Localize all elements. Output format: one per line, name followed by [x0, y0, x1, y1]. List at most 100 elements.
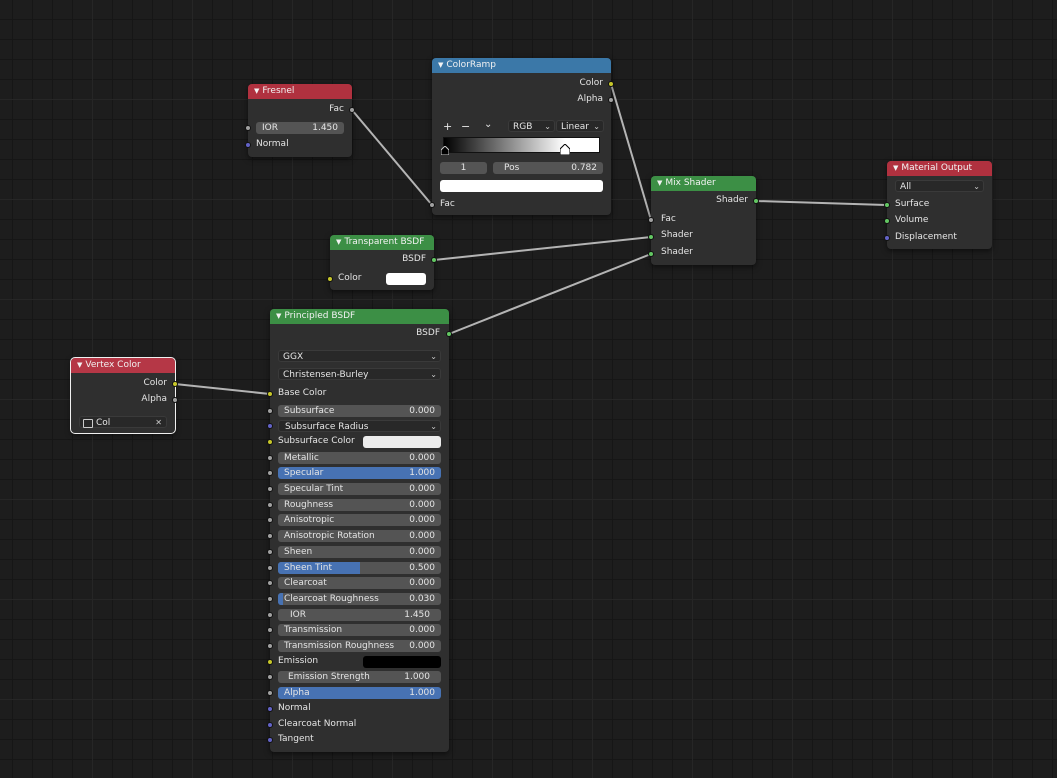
collapse-arrow-icon[interactable]: ▼ — [657, 179, 663, 187]
material-output-header[interactable]: ▼Material Output — [887, 161, 992, 176]
input-emission-strength-socket[interactable] — [267, 674, 273, 680]
vertex-color-node[interactable]: ▼Vertex Color Color Alpha Col ✕ — [70, 357, 178, 434]
collapse-arrow-icon[interactable]: ▼ — [276, 312, 282, 320]
clearcoat-field[interactable]: Clearcoat 0.000 — [278, 577, 441, 589]
ramp-gradient[interactable] — [443, 137, 600, 153]
color-swatch[interactable] — [386, 273, 426, 285]
input-ior-socket[interactable] — [245, 125, 251, 131]
output-color-socket[interactable] — [172, 381, 178, 387]
active-stop-marker-icon[interactable] — [560, 144, 570, 155]
input-transmission-roughness-socket[interactable] — [267, 643, 273, 649]
output-alpha-socket[interactable] — [608, 97, 614, 103]
mix-shader-node[interactable]: ▼Mix Shader Shader Fac Shader Shader — [648, 176, 759, 265]
transmission-field[interactable]: Transmission 0.000 — [278, 624, 441, 636]
ior-field[interactable]: IOR 1.450 — [256, 122, 344, 134]
emission-swatch[interactable] — [363, 656, 441, 668]
target-dropdown[interactable]: All⌄ — [895, 180, 984, 192]
input-fac-socket[interactable] — [429, 202, 435, 208]
input-specular-socket[interactable] — [267, 470, 273, 476]
collapse-arrow-icon[interactable]: ▼ — [893, 164, 899, 172]
principled-bsdf-header[interactable]: ▼Principled BSDF — [270, 309, 449, 324]
sheen-field[interactable]: Sheen 0.000 — [278, 546, 441, 558]
clearcoat-roughness-field[interactable]: Clearcoat Roughness 0.030 — [278, 593, 441, 605]
distribution-dropdown[interactable]: GGX⌄ — [278, 350, 441, 362]
material-output-node[interactable]: ▼Material Output All⌄ Surface Volume Dis… — [884, 161, 992, 249]
output-alpha-socket[interactable] — [172, 397, 178, 403]
metallic-field[interactable]: Metallic 0.000 — [278, 452, 441, 464]
input-base-color-socket[interactable] — [267, 391, 273, 397]
input-subsurface-radius-socket[interactable] — [267, 423, 273, 429]
stop-index-field[interactable]: 1 — [440, 162, 487, 174]
subsurface-color-swatch[interactable] — [363, 436, 441, 448]
input-color-socket[interactable] — [327, 276, 333, 282]
input-alpha-socket[interactable] — [267, 690, 273, 696]
anisotropic-rotation-field[interactable]: Anisotropic Rotation 0.000 — [278, 530, 441, 542]
collapse-arrow-icon[interactable]: ▼ — [254, 87, 260, 95]
input-normal-socket[interactable] — [245, 142, 251, 148]
alpha-field[interactable]: Alpha 1.000 — [278, 687, 441, 699]
input-ior-socket[interactable] — [267, 612, 273, 618]
subsurface-radius-label: Subsurface Radius — [285, 422, 369, 432]
sheen-tint-field[interactable]: Sheen Tint 0.500 — [278, 562, 441, 574]
fresnel-header[interactable]: ▼Fresnel — [248, 84, 352, 99]
input-sheen-socket[interactable] — [267, 549, 273, 555]
principled-bsdf-node[interactable]: ▼Principled BSDF BSDF GGX⌄ Christensen-B… — [267, 309, 452, 752]
input-tangent-socket[interactable] — [267, 737, 273, 743]
input-displacement-socket[interactable] — [884, 235, 890, 241]
anisotropic-field[interactable]: Anisotropic 0.000 — [278, 514, 441, 526]
input-anisotropic-rotation-socket[interactable] — [267, 533, 273, 539]
colorramp-node[interactable]: ▼ColorRamp Color Alpha + − ⌄ RGB⌄ Linear… — [429, 58, 614, 215]
subsurface-radius-field[interactable]: Subsurface Radius⌄ — [278, 420, 441, 432]
collapse-arrow-icon[interactable]: ▼ — [77, 361, 83, 369]
transparent-bsdf-header[interactable]: ▼Transparent BSDF — [330, 235, 434, 250]
input-subsurface-color-socket[interactable] — [267, 439, 273, 445]
ramp-menu-button[interactable]: ⌄ — [484, 119, 493, 130]
input-clearcoat-roughness-socket[interactable] — [267, 596, 273, 602]
input-surface-socket[interactable] — [884, 202, 890, 208]
input-emission-socket[interactable] — [267, 659, 273, 665]
fresnel-node[interactable]: ▼Fresnel Fac IOR 1.450 Normal — [245, 84, 355, 157]
specular-field[interactable]: Specular 1.000 — [278, 467, 441, 479]
remove-stop-button[interactable]: − — [461, 120, 471, 133]
roughness-field[interactable]: Roughness 0.000 — [278, 499, 441, 511]
specular-tint-field[interactable]: Specular Tint 0.000 — [278, 483, 441, 495]
transmission-roughness-field[interactable]: Transmission Roughness 0.000 — [278, 640, 441, 652]
subsurface-field[interactable]: Subsurface 0.000 — [278, 405, 441, 417]
clear-icon[interactable]: ✕ — [155, 418, 162, 427]
output-color-socket[interactable] — [608, 81, 614, 87]
input-anisotropic-socket[interactable] — [267, 517, 273, 523]
input-specular-tint-socket[interactable] — [267, 486, 273, 492]
output-shader-socket[interactable] — [753, 198, 759, 204]
collapse-arrow-icon[interactable]: ▼ — [438, 61, 444, 69]
stop-color-swatch[interactable] — [440, 180, 603, 192]
stop-position-field[interactable]: Pos 0.782 — [493, 162, 603, 174]
input-sheen-tint-socket[interactable] — [267, 565, 273, 571]
input-fac-socket[interactable] — [648, 217, 654, 223]
input-subsurface-socket[interactable] — [267, 408, 273, 414]
input-metallic-socket[interactable] — [267, 455, 273, 461]
color-mode-dropdown[interactable]: RGB⌄ — [508, 120, 555, 132]
input-shader2-socket[interactable] — [648, 251, 654, 257]
input-volume-socket[interactable] — [884, 218, 890, 224]
subsurface-method-dropdown[interactable]: Christensen-Burley⌄ — [278, 368, 441, 380]
input-roughness-socket[interactable] — [267, 502, 273, 508]
interpolation-dropdown[interactable]: Linear⌄ — [556, 120, 604, 132]
output-bsdf-socket[interactable] — [446, 331, 452, 337]
input-clearcoat-normal-socket[interactable] — [267, 722, 273, 728]
input-shader1-socket[interactable] — [648, 234, 654, 240]
collapse-arrow-icon[interactable]: ▼ — [336, 238, 342, 246]
emission-strength-field[interactable]: Emission Strength 1.000 — [278, 671, 441, 683]
vertex-color-header[interactable]: ▼Vertex Color — [71, 358, 175, 373]
input-transmission-socket[interactable] — [267, 627, 273, 633]
add-stop-button[interactable]: + — [443, 120, 453, 133]
layer-search-field[interactable]: Col ✕ — [79, 416, 167, 428]
transparent-bsdf-node[interactable]: ▼Transparent BSDF BSDF Color — [327, 235, 437, 290]
mix-shader-header[interactable]: ▼Mix Shader — [651, 176, 756, 191]
input-normal-socket[interactable] — [267, 706, 273, 712]
output-fac-socket[interactable] — [349, 107, 355, 113]
stop-marker-icon[interactable] — [441, 146, 449, 155]
output-bsdf-socket[interactable] — [431, 257, 437, 263]
input-clearcoat-socket[interactable] — [267, 580, 273, 586]
colorramp-header[interactable]: ▼ColorRamp — [432, 58, 611, 73]
ior-field[interactable]: IOR 1.450 — [278, 609, 441, 621]
